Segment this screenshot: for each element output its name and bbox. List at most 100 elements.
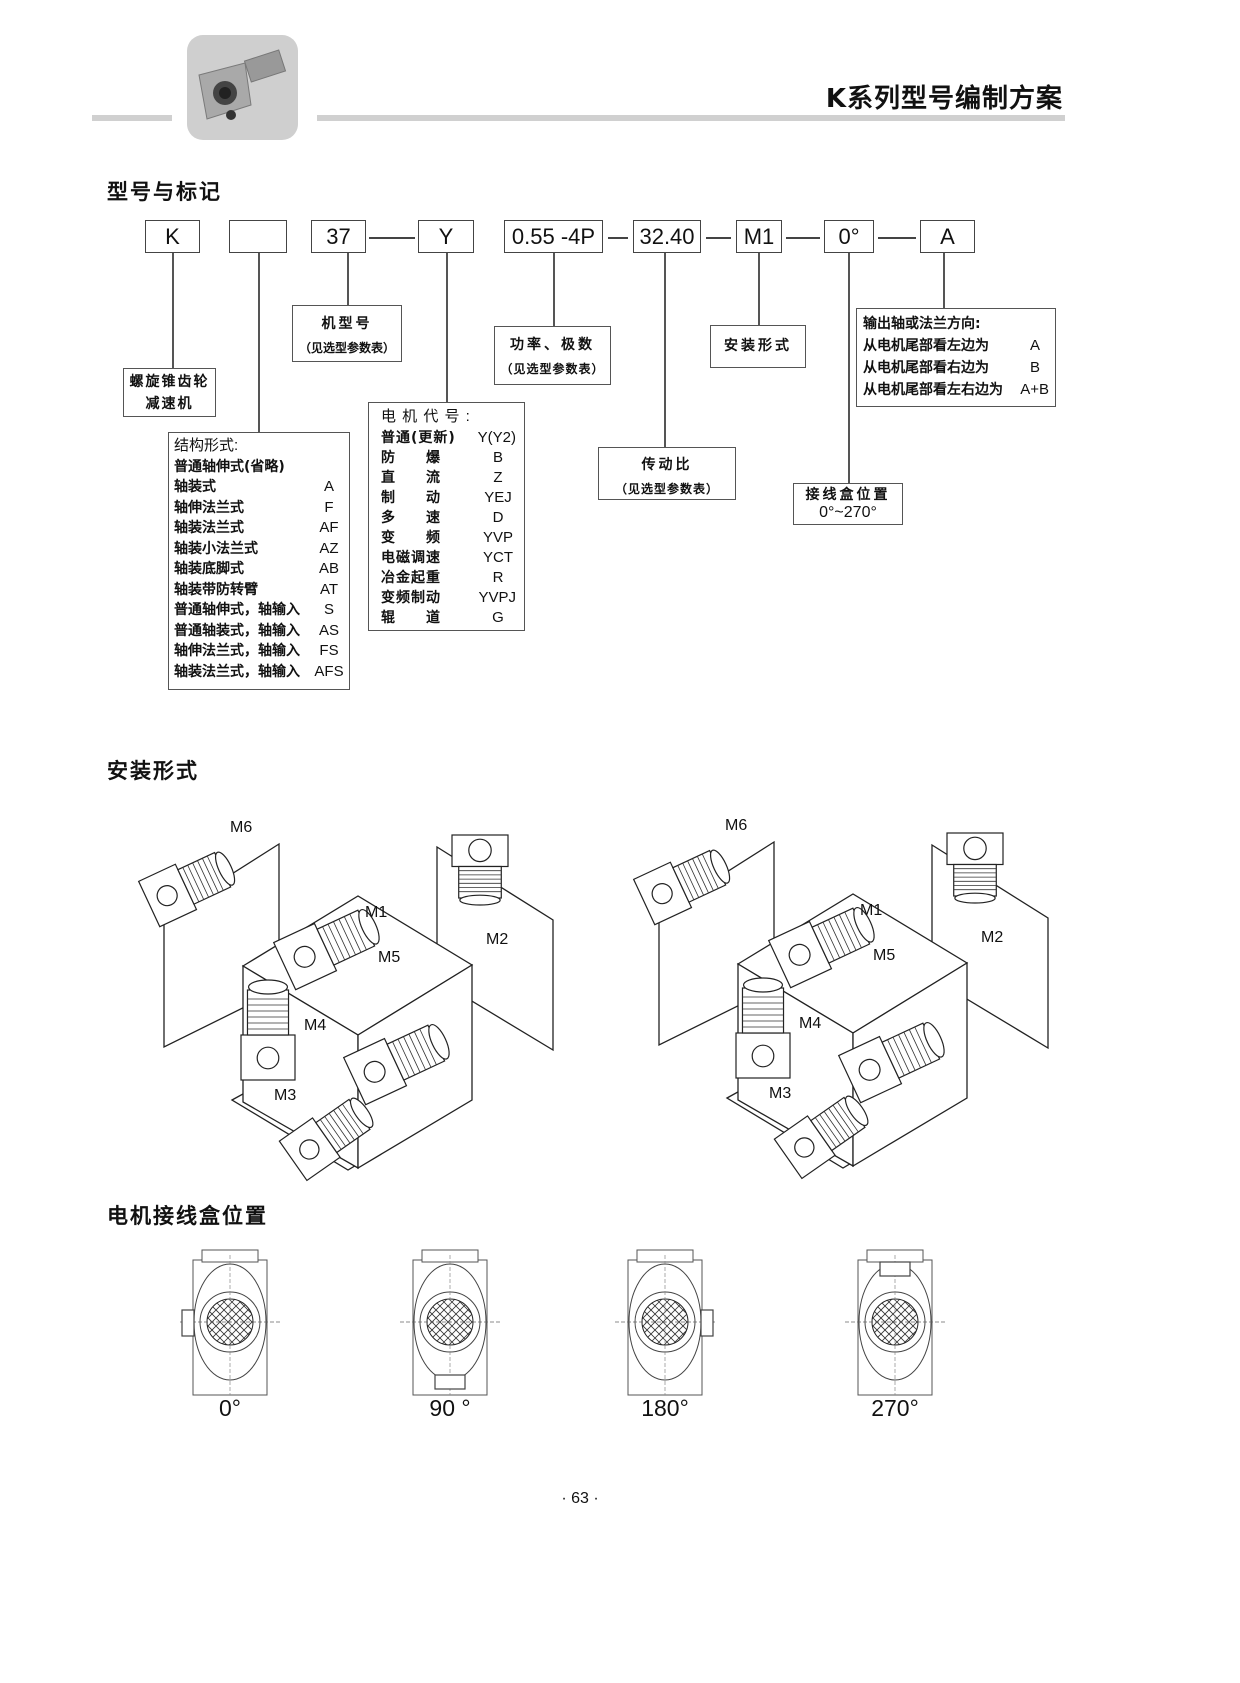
mounting-label-m5: M5 [378,949,400,966]
terminal-range: 0°~270° [819,504,877,521]
item-code: Z [493,468,503,486]
cooling-fin [343,916,362,953]
item-code: A [323,478,334,495]
output-shaft-icon [293,945,316,968]
item-code: YCT [483,548,513,566]
code-box-series: K [145,220,200,253]
item-label: 直 流 [381,469,441,486]
output-shaft-icon [651,883,673,905]
item-label: 多 速 [381,509,441,526]
size-note: （见选型参数表） [298,341,395,355]
item-label: 轴装法兰式，轴输入 [174,663,300,680]
cooling-fin [338,918,356,956]
size-description: 机型号 （见选型参数表） [292,305,402,362]
motor-body [458,865,502,899]
series-description: 螺旋锥齿轮 减速机 [123,368,216,417]
fan-cover [214,851,236,886]
fan-cover [247,979,289,995]
item-code: AF [319,519,339,536]
code-box-terminal: 0° [824,220,874,253]
terminal-box-icon [879,1261,911,1277]
item-code: AS [318,621,339,639]
terminal-box-icon [434,1374,466,1390]
item-label: 从电机尾部看左右边为 [863,382,1003,398]
cooling-fin [822,921,841,959]
page-title: K系列型号编制方案 [825,84,1063,114]
item-code: Y(Y2) [477,428,516,446]
size-title: 机型号 [321,316,373,332]
fan-cover [742,977,784,993]
cooling-fin [903,1031,921,1069]
series-description-line: 螺旋锥齿轮 [129,374,210,390]
section-title-mounting: 安装形式 [107,759,199,783]
item-label: 防 爆 [381,449,441,466]
item-label: 从电机尾部看左边为 [863,338,989,354]
output-shaft-icon [299,1139,320,1160]
terminal-label-90: 90 ° [429,1395,471,1421]
item-code: YVP [482,528,513,546]
item-code: AFS [314,662,344,680]
cooling-fin [333,1110,355,1141]
terminal-label-270: 270° [871,1395,919,1421]
cooling-fin [832,1104,855,1136]
cooling-fin [692,858,709,894]
list-item: 普通(更新)Y(Y2) [381,428,516,448]
cooling-fin [814,1117,837,1148]
item-code: B [1029,359,1040,376]
cooling-fin [837,1101,859,1133]
structure-title-text: 结构形式: [174,437,239,454]
item-label: 普通轴装式，轴输入 [174,622,300,639]
item-code: D [492,508,504,526]
output-shaft-icon [794,1137,815,1158]
mounting-label-m3: M3 [274,1087,296,1104]
output-shaft-icon [256,1046,280,1070]
gear-reducer-photo [187,35,298,140]
gearmotor-m3 [773,1095,869,1180]
item-label: 轴装法兰式 [174,520,244,536]
section-title-terminal: 电机接线盒位置 [107,1204,268,1228]
cooling-fin [182,867,200,903]
item-code: B [492,448,503,466]
item-code: G [492,608,504,626]
gearmotor-m1 [272,909,380,991]
cooling-fin [187,864,205,900]
cooling-fin [392,1041,410,1078]
connector-line [446,253,448,402]
gearmotor-m5 [342,1024,450,1106]
ratio-note: （见选型参数表） [614,482,719,496]
output-shaft-icon [788,943,811,966]
cooling-fin [844,911,862,948]
output-shaft-icon [858,1058,881,1081]
item-label: 辊 道 [381,609,441,626]
cooling-fin [838,914,857,951]
cooling-fin [833,916,851,954]
item-label: 制 动 [381,489,441,506]
page-number: · 63 · [561,1490,599,1507]
item-label: 轴伸法兰式 [174,499,244,516]
plane-m2 [436,845,554,1052]
terminal-diagram-3 [845,1249,945,1396]
item-code: YEJ [484,488,512,506]
cooling-fin [319,1119,342,1150]
fan-cover [459,894,501,906]
cooling-fin [817,924,835,961]
terminal-diagram-1 [400,1249,500,1396]
hatch-line [449,1299,473,1345]
cooling-fin [677,865,695,901]
mounting-label-m2: M2 [486,931,508,948]
list-item: 普通轴装式，轴输入 AS [174,621,344,642]
terminal-description: 接线盒位置 0°~270° [793,483,903,525]
hatch-line [229,1299,253,1345]
dash [369,237,415,239]
